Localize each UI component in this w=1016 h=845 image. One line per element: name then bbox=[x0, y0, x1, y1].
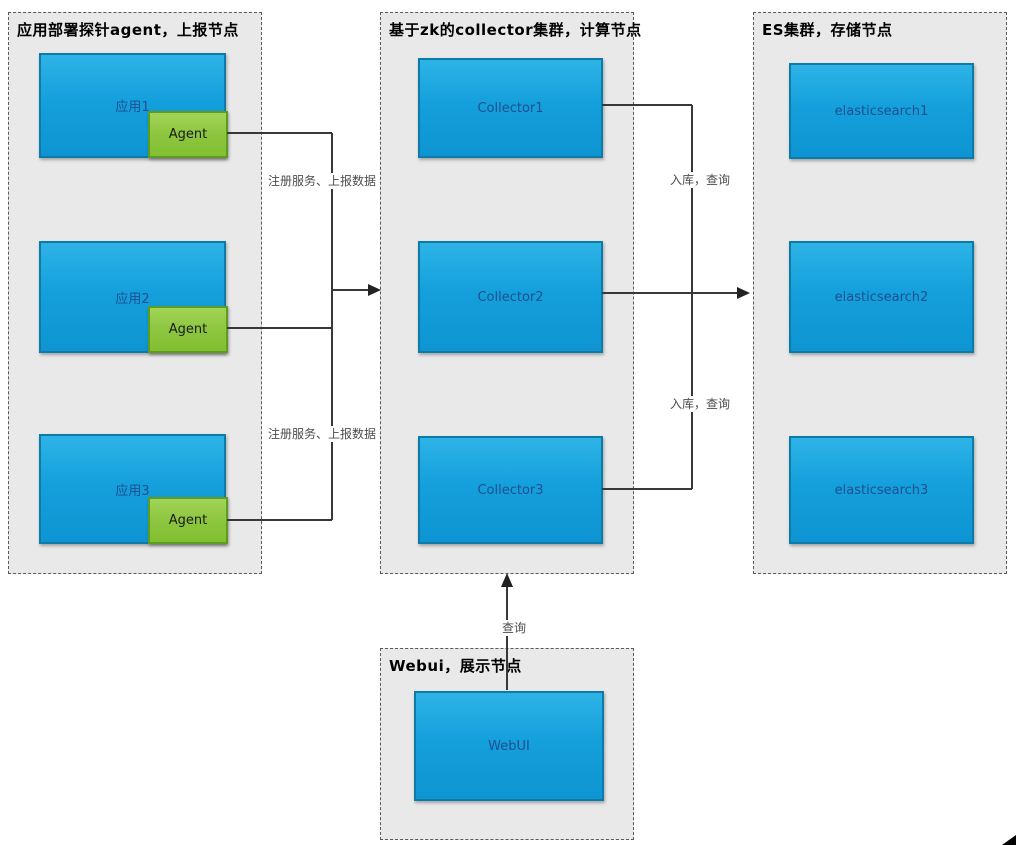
edge-agents-to-collectors-arrowhead bbox=[368, 284, 381, 296]
cluster-es: ES集群，存储节点 elasticsearch1 elasticsearch2 … bbox=[753, 12, 1007, 574]
node-elasticsearch3-label: elasticsearch3 bbox=[834, 482, 929, 498]
edge-label-webui-query: 查询 bbox=[488, 620, 540, 636]
edge-label-register-report-top: 注册服务、上报数据 bbox=[264, 173, 380, 189]
node-agent2-label: Agent bbox=[168, 322, 208, 337]
corner-mark-icon bbox=[1002, 835, 1016, 845]
cluster-es-title: ES集群，存储节点 bbox=[762, 21, 893, 39]
node-agent3: Agent bbox=[148, 497, 228, 544]
edge-label-store-query-bottom: 入库，查询 bbox=[648, 396, 752, 412]
node-webui: WebUI bbox=[414, 691, 604, 801]
edge-label-store-query-top: 入库，查询 bbox=[648, 172, 752, 188]
node-elasticsearch1: elasticsearch1 bbox=[789, 63, 974, 159]
node-elasticsearch2-label: elasticsearch2 bbox=[834, 289, 929, 305]
cluster-agents: 应用部署探针agent，上报节点 应用1 Agent 应用2 Agent 应用3… bbox=[8, 12, 262, 574]
node-collector2: Collector2 bbox=[418, 241, 603, 353]
node-app1-label: 应用1 bbox=[115, 100, 150, 115]
cluster-webui: Webui，展示节点 WebUI bbox=[380, 648, 634, 840]
cluster-collectors-title: 基于zk的collector集群，计算节点 bbox=[389, 21, 642, 39]
node-elasticsearch1-label: elasticsearch1 bbox=[834, 103, 929, 119]
node-elasticsearch2: elasticsearch2 bbox=[789, 241, 974, 353]
node-agent2: Agent bbox=[148, 306, 228, 353]
node-collector1: Collector1 bbox=[418, 58, 603, 158]
edge-webui-to-collectors-arrowhead bbox=[501, 573, 513, 587]
node-app2-label: 应用2 bbox=[115, 291, 150, 307]
node-agent1-label: Agent bbox=[168, 127, 208, 142]
node-collector1-label: Collector1 bbox=[477, 100, 544, 116]
node-collector3-label: Collector3 bbox=[477, 482, 544, 498]
cluster-collectors: 基于zk的collector集群，计算节点 Collector1 Collect… bbox=[380, 12, 641, 574]
edge-label-register-report-bottom: 注册服务、上报数据 bbox=[264, 426, 380, 442]
cluster-agents-title: 应用部署探针agent，上报节点 bbox=[17, 21, 239, 39]
node-elasticsearch3: elasticsearch3 bbox=[789, 436, 974, 544]
node-webui-label: WebUI bbox=[488, 738, 530, 754]
node-collector3: Collector3 bbox=[418, 436, 603, 544]
node-agent1: Agent bbox=[148, 111, 228, 158]
edge-collectors-to-es-arrowhead bbox=[737, 287, 750, 299]
node-app3-label: 应用3 bbox=[115, 483, 150, 499]
node-collector2-label: Collector2 bbox=[477, 289, 544, 305]
node-agent3-label: Agent bbox=[168, 513, 208, 528]
cluster-webui-title: Webui，展示节点 bbox=[389, 657, 522, 675]
